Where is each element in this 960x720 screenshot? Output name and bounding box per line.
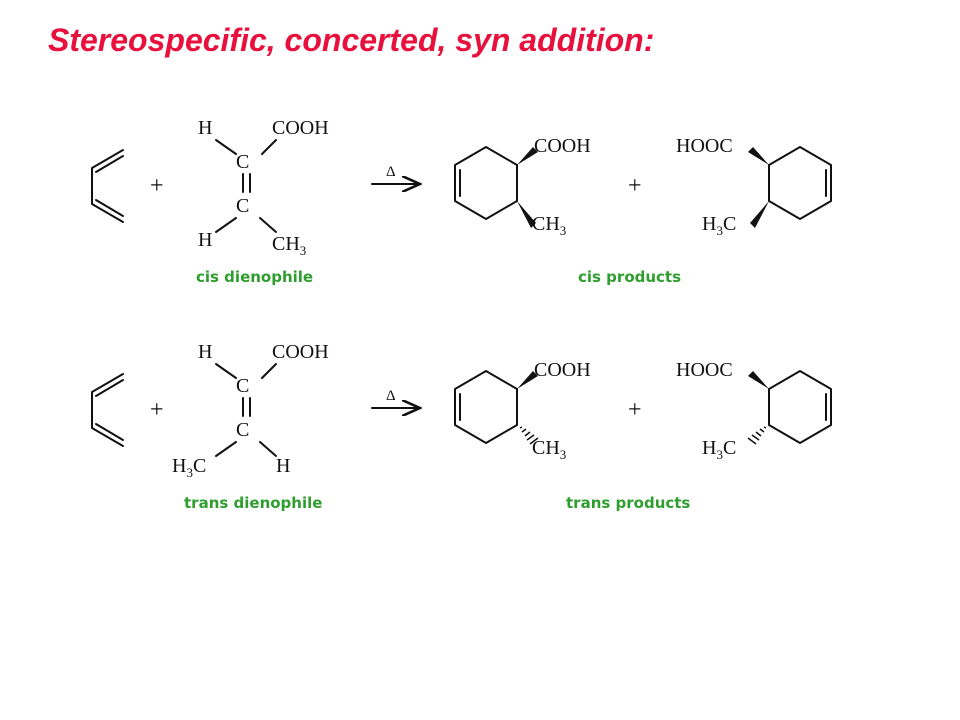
wedge-bond	[517, 201, 536, 228]
atom-c-lower: C	[236, 195, 249, 217]
hashed-bond	[519, 426, 539, 445]
cis-product-1: COOH CH3	[454, 135, 591, 238]
cis-product-2: HOOC H3C	[676, 135, 832, 238]
wedge-bond	[748, 371, 769, 389]
hooc-group: HOOC	[676, 135, 733, 157]
label-cis-products: cis products	[578, 268, 681, 286]
cooh-group: COOH	[272, 117, 329, 139]
plus-sign: +	[150, 397, 164, 423]
methyl-group: CH3	[532, 213, 566, 238]
atom-c-upper: C	[236, 151, 249, 173]
reaction-row-trans: + H COOH C C H3C H Δ COOH	[91, 341, 832, 512]
atom-h-top: H	[198, 341, 212, 363]
cooh-group: COOH	[534, 359, 591, 381]
trans-product-1: COOH CH3	[454, 359, 591, 462]
methyl-group: CH3	[272, 233, 306, 258]
page-title: Stereospecific, concerted, syn addition:	[48, 22, 655, 58]
label-trans-products: trans products	[566, 494, 690, 512]
atom-c-upper: C	[236, 375, 249, 397]
hooc-group: HOOC	[676, 359, 733, 381]
wedge-bond	[517, 147, 538, 165]
wedge-bond	[748, 147, 769, 165]
reaction-row-cis: + H COOH C C H CH3 Δ COOH CH3 + H	[91, 117, 832, 286]
atom-h-bottom: H	[276, 455, 290, 477]
wedge-bond	[750, 201, 769, 228]
atom-h-top: H	[198, 117, 212, 139]
butadiene	[91, 149, 124, 223]
plus-sign: +	[150, 173, 164, 199]
cis-dienophile: H COOH C C H CH3	[198, 117, 329, 258]
plus-sign: +	[628, 397, 642, 423]
atom-h-bottom: H	[198, 229, 212, 251]
trans-product-2: HOOC H3C	[676, 359, 832, 462]
methyl-group-left: H3C	[702, 213, 736, 238]
label-cis-dienophile: cis dienophile	[196, 268, 313, 286]
cooh-group: COOH	[272, 341, 329, 363]
atom-c-lower: C	[236, 419, 249, 441]
methyl-group-left: H3C	[702, 437, 736, 462]
methyl-group: CH3	[532, 437, 566, 462]
butadiene	[91, 373, 124, 447]
methyl-group: H3C	[172, 455, 206, 480]
cooh-group: COOH	[534, 135, 591, 157]
hashed-bond	[747, 426, 767, 445]
heat-symbol: Δ	[386, 164, 396, 180]
trans-dienophile: H COOH C C H3C H	[172, 341, 329, 480]
label-trans-dienophile: trans dienophile	[184, 494, 322, 512]
wedge-bond	[517, 371, 538, 389]
heat-symbol: Δ	[386, 388, 396, 404]
plus-sign: +	[628, 173, 642, 199]
